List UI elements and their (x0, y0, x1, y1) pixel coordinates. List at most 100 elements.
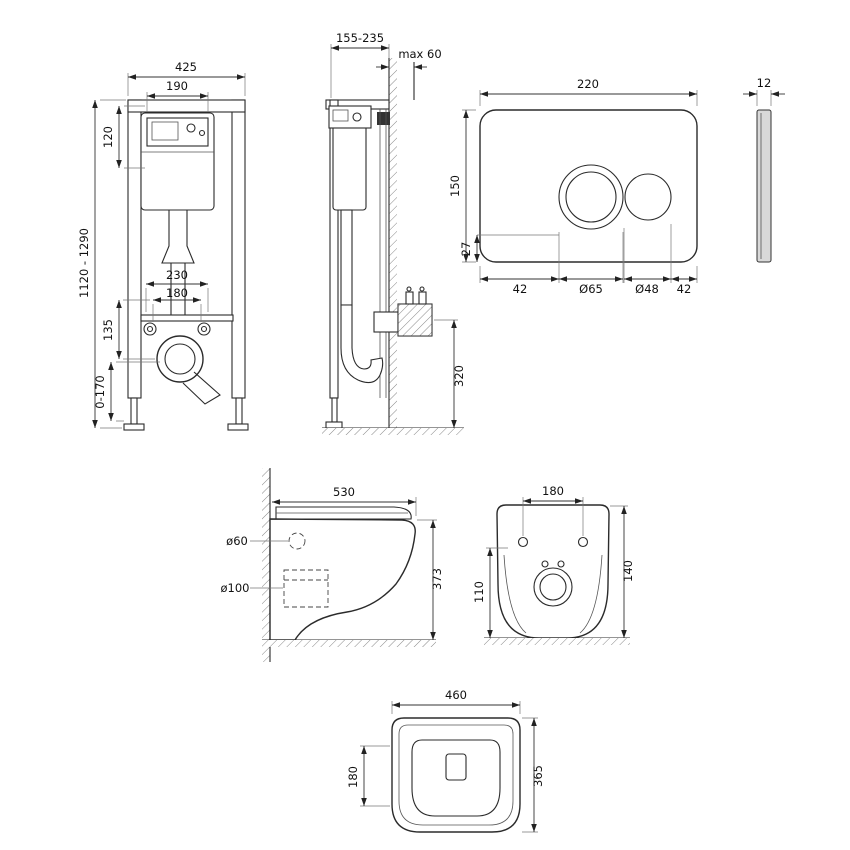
bowl-drain-rect (445, 753, 467, 781)
fixing-bolt-right-center (200, 325, 208, 333)
dim-frame-height: 1120 - 1290 (77, 228, 91, 298)
frame-right-foot (227, 423, 249, 431)
ext-button-chain (479, 224, 698, 283)
frame-side-view: 155-235 max 60 320 (322, 31, 466, 435)
seat-hole-right (557, 560, 565, 568)
seat-hole-left (541, 560, 549, 568)
window-knob-small (198, 129, 206, 137)
dim-outlet-height: 320 (452, 365, 466, 387)
drain-flange (156, 335, 204, 383)
valve-knob (352, 112, 362, 122)
frame-top-bar (127, 99, 246, 113)
dim-seg-left: 42 (513, 282, 528, 296)
bowl-top-rim (398, 724, 514, 826)
dim-bowl-height: 373 (430, 568, 444, 590)
outlet-hole-inner (539, 573, 567, 601)
dim-fixing-distance: 180 (542, 484, 564, 498)
waste-pipe (373, 311, 399, 333)
flush-bend (161, 209, 195, 264)
frame-right-rail (231, 99, 246, 399)
inlet-circle (288, 532, 306, 550)
dim-floor-adjust: 0-170 (93, 375, 107, 408)
frame-left-rail (127, 99, 142, 399)
dim-seg-right: 42 (677, 282, 692, 296)
drain-duct (182, 371, 221, 405)
fixing-crossbar (140, 314, 234, 322)
outlet-hole (533, 567, 573, 607)
side-foot (325, 421, 343, 429)
dim-small-button: Ø48 (635, 282, 659, 296)
dim-outlet-height-back: 110 (472, 581, 486, 603)
waste-connector-hatch (397, 303, 433, 337)
flush-plate-front-view: 220 150 27 42 Ø65 Ø48 42 (448, 77, 698, 296)
ext-window-height (124, 105, 145, 169)
dim-tank-width: 190 (166, 79, 188, 93)
frame-left-foot (123, 423, 145, 431)
big-button (558, 164, 624, 230)
bowl-back-view: 180 110 140 (472, 484, 635, 645)
fixing-bolt-left (143, 322, 157, 336)
bowl-top-view: 460 365 180 (346, 688, 545, 833)
ext-floor-adjust (116, 361, 160, 422)
dim-wall-max: max 60 (398, 47, 441, 61)
big-button-inner (565, 171, 617, 223)
bowl-back-curves (503, 554, 603, 634)
flush-pipe-side (340, 209, 353, 306)
dim-top-fixing: 180 (346, 766, 360, 788)
dim-thickness: 12 (757, 76, 772, 90)
ext-depth (330, 44, 390, 98)
bowl-top-outline (391, 717, 521, 833)
dim-fixing-outer: 230 (166, 268, 188, 282)
small-button (624, 173, 672, 221)
frame-front-view: 425 190 120 1120 - 1290 230 180 135 0-17… (77, 60, 249, 431)
connector-bolt-a (405, 291, 414, 305)
dim-plate-width: 220 (577, 77, 599, 91)
side-leg (331, 397, 338, 423)
fixing-hole-left (517, 536, 529, 548)
connector-bolt-b (418, 291, 427, 305)
dim-bowl-depth: 530 (333, 485, 355, 499)
ext-outlet-offset (123, 299, 155, 360)
inspection-window (146, 117, 209, 147)
dim-window-height: 120 (101, 126, 115, 148)
dim-fixing-height: 140 (621, 560, 635, 582)
wall-hatch-bowl (262, 468, 270, 662)
bowl-profile (269, 518, 416, 641)
wall-anchor-block (377, 112, 390, 125)
bolt-head-a (406, 286, 412, 292)
bowl-back-outline (496, 504, 610, 639)
bolt-head-b (419, 286, 425, 292)
fixing-bolt-right (197, 322, 211, 336)
dim-outlet-offset: 135 (101, 319, 115, 341)
ground-hatch-back (484, 638, 630, 645)
valve-detail (332, 109, 349, 122)
dim-inlet-dia: ø60 (226, 534, 248, 548)
drain-flange-inner (164, 343, 196, 375)
plate-side-slab (756, 109, 772, 263)
dim-offset-bottom: 27 (459, 242, 473, 257)
frame-left-leg (130, 397, 138, 425)
dim-top-depth: 460 (445, 688, 467, 702)
window-knob (186, 123, 196, 133)
flush-plate (479, 109, 698, 263)
fixing-bolt-left-center (146, 325, 154, 333)
flush-plate-side-view: 12 (743, 76, 785, 263)
fixing-hole-right (577, 536, 589, 548)
window-detail (151, 121, 179, 141)
drain-trap (340, 304, 384, 384)
dim-fixing-inner: 180 (166, 286, 188, 300)
bowl-opening (411, 739, 501, 817)
cistern-valve-box (328, 105, 372, 129)
ground-hatch-bowl (262, 640, 436, 647)
dim-frame-width: 425 (175, 60, 197, 74)
dim-plate-height: 150 (448, 175, 462, 197)
ext-frame-height (100, 99, 126, 429)
dim-depth-range: 155-235 (336, 31, 384, 45)
frame-right-leg (235, 397, 243, 425)
dim-big-button: Ø65 (579, 282, 603, 296)
dim-top-width: 365 (531, 765, 545, 787)
ground-hatch-side (322, 428, 464, 435)
dim-outlet-dia: ø100 (221, 581, 250, 595)
